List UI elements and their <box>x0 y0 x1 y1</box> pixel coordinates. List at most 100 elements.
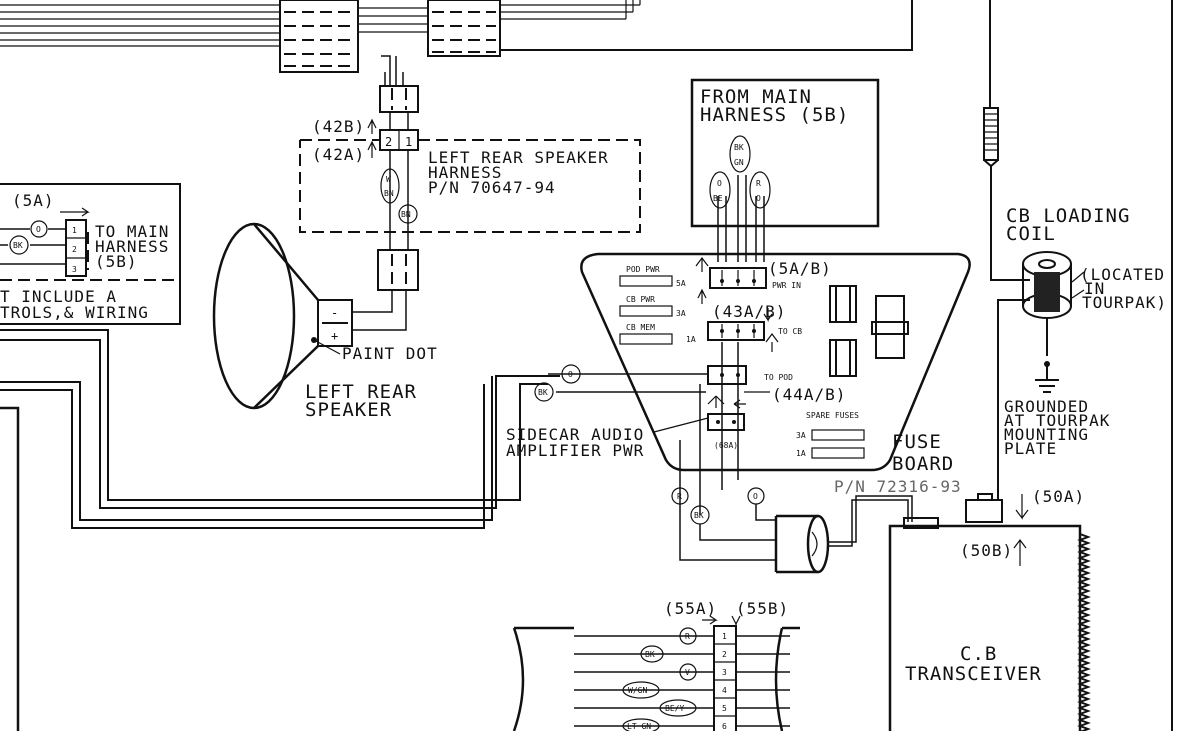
coil-icon <box>1022 251 1072 356</box>
conn-55b-label: (55B) <box>736 599 789 618</box>
pin-3-bottom: 3 <box>722 668 727 677</box>
to-main-harness-box: (5A) 1 2 3 O BK TO MAIN HARNESS (5B) T I… <box>0 183 181 325</box>
cb-mem-label: CB MEM <box>626 323 655 332</box>
to-main-label-1: TO MAIN <box>95 222 169 241</box>
wire-r-tag-main: R <box>756 179 761 188</box>
sidecar-label-1: SIDECAR AUDIO <box>506 425 644 444</box>
pin-1-bottom: 1 <box>722 632 727 641</box>
inline-connector <box>774 495 913 574</box>
conn-42a-label: (42A) <box>312 145 365 164</box>
spare-3a-label: 3A <box>796 431 806 440</box>
fuse-board-label-2: BOARD <box>892 453 954 475</box>
lrsh-label-1: LEFT REAR SPEAKER <box>428 148 609 167</box>
pin-1-left: 1 <box>72 226 77 235</box>
pin-4-bottom: 4 <box>722 686 727 695</box>
ground-icon <box>1035 361 1059 393</box>
wire-r-tag-bottom: R <box>685 632 690 641</box>
wire-r-tag-fuse: R <box>677 492 682 501</box>
conn-50b-label: (50B) <box>960 541 1013 560</box>
bottom-connector: (55A) (55B) 1 2 3 4 5 6 R BK V W/GN BE/Y… <box>512 599 800 731</box>
lrsh-label-2: HARNESS <box>428 163 502 182</box>
fuse-5a-label: 5A <box>676 279 686 288</box>
pin-3-left: 3 <box>72 265 77 274</box>
fuse-3a-label: 3A <box>676 309 686 318</box>
svg-text:+: + <box>331 329 338 343</box>
conn-5a-left-label: (5A) <box>12 191 55 210</box>
conn-55a-label: (55A) <box>664 599 717 618</box>
cb-coil-label-1: CB LOADING <box>1006 205 1130 227</box>
cb-pwr-label: CB PWR <box>626 295 655 304</box>
cb-coil-label-2: COIL <box>1006 223 1056 245</box>
conn-43ab-label: (43A/B) <box>712 302 786 321</box>
top-harness <box>0 0 913 73</box>
to-main-label-3: (5B) <box>95 252 138 271</box>
pod-pwr-label: POD PWR <box>626 265 660 274</box>
left-note-1: T INCLUDE A <box>0 287 117 306</box>
wire-be-tag-main: BE <box>713 194 723 203</box>
from-main-label-2: HARNESS (5B) <box>700 104 849 126</box>
svg-text:-: - <box>331 306 338 320</box>
sidecar-label-2: AMPLIFIER PWR <box>506 441 644 460</box>
located-label-2: IN <box>1084 279 1105 298</box>
fuse-board-label-1: FUSE <box>892 431 942 453</box>
conn-42b-label: (42B) <box>312 117 365 136</box>
wire-be-y-tag-bottom: BE/Y <box>665 704 684 713</box>
wire-o-tag-pod: O <box>568 370 573 379</box>
ground-label-4: PLATE <box>1004 439 1057 458</box>
cb-transceiver <box>888 493 1091 731</box>
to-cb-label: TO CB <box>778 327 802 336</box>
fuse-board-wires: O BK R BK O <box>534 342 776 561</box>
wire-w-gn-tag-bottom: W/GN <box>628 686 647 695</box>
paint-dot-label: PAINT DOT <box>342 344 438 363</box>
wire-gn-tag-main: GN <box>734 158 744 167</box>
pin-6-bottom: 6 <box>722 722 727 731</box>
conn-5ab-label: (5A/B) <box>768 259 832 278</box>
wire-bk-tag-pod: BK <box>538 388 548 397</box>
ground-label-2: AT TOURPAK <box>1004 411 1110 430</box>
pin-2: 2 <box>385 135 392 149</box>
wire-v-tag-bottom: V <box>685 668 690 677</box>
to-main-label-2: HARNESS <box>95 237 169 256</box>
wire-o-tag-main: O <box>717 179 722 188</box>
spare-fuses-label: SPARE FUSES <box>806 411 859 420</box>
left-rear-speaker-label-2: SPEAKER <box>305 399 392 421</box>
pin-2-left: 2 <box>72 245 77 254</box>
wire-bk-tag-fuse: BK <box>694 511 704 520</box>
conn-44ab-label: (44A/B) <box>772 385 846 404</box>
wire-w-tag: W <box>386 175 391 184</box>
left-note-2: TROLS,& WIRING <box>0 303 149 322</box>
wire-bk-tag-bottom: BK <box>645 650 655 659</box>
to-pod-label: TO POD <box>764 373 793 382</box>
wire-o-tag-fuse: O <box>753 492 758 501</box>
pin-2-bottom: 2 <box>722 650 727 659</box>
antenna-icon <box>983 0 1030 500</box>
left-routing <box>0 329 560 731</box>
left-rear-speaker-label-1: LEFT REAR <box>305 381 417 403</box>
wire-bn-tag-1: BN <box>384 189 394 198</box>
conn-50a-label: (50A) <box>1032 487 1085 506</box>
wire-o-tag-left: O <box>36 225 41 234</box>
located-label-3: TOURPAK) <box>1082 293 1167 312</box>
conn-68a-label: (68A) <box>714 441 738 450</box>
from-main-label-1: FROM MAIN <box>700 86 812 108</box>
speaker-icon: - + <box>212 222 353 410</box>
wire-lt-gn-tag-bottom: LT GN <box>627 722 651 731</box>
pwr-in-label: PWR IN <box>772 281 801 290</box>
pin-1: 1 <box>405 135 412 149</box>
wire-bn-tag-2: BN <box>401 210 411 219</box>
ground-label-1: GROUNDED <box>1004 397 1089 416</box>
cb-transceiver-label-1: C.B <box>960 643 997 665</box>
lrsh-label-3: P/N 70647-94 <box>428 178 556 197</box>
wire-o-tag-main-2: O <box>756 194 761 203</box>
ground-label-3: MOUNTING <box>1004 425 1089 444</box>
cb-transceiver-label-2: TRANSCEIVER <box>905 663 1042 685</box>
fuse-board-pn: P/N 72316-93 <box>834 477 962 496</box>
located-label-1: (LOCATED <box>1080 265 1165 284</box>
spare-1a-label: 1A <box>796 449 806 458</box>
from-main-harness-box: FROM MAIN HARNESS (5B) BK GN O BE R O <box>690 78 880 262</box>
wire-bk-tag-main: BK <box>734 143 744 152</box>
wire-bk-tag-left: BK <box>13 241 23 250</box>
fuse-1a-label: 1A <box>686 335 696 344</box>
pin-5-bottom: 5 <box>722 704 727 713</box>
